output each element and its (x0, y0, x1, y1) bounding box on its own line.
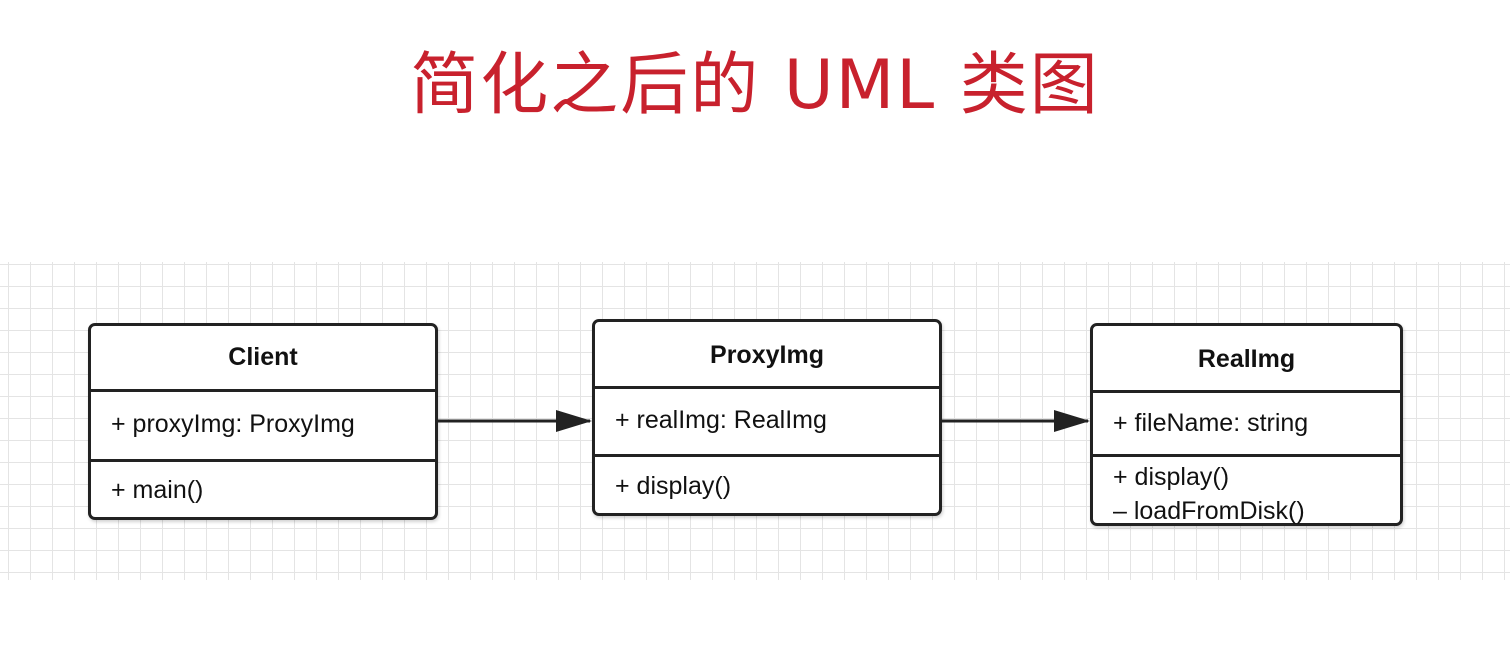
arrowhead-proxy-to-real (1054, 410, 1090, 432)
class-client-name: Client (91, 326, 435, 392)
class-real-img-methods: + display() – loadFromDisk() (1093, 457, 1400, 528)
class-client-attribute: + proxyImg: ProxyImg (111, 410, 355, 438)
class-proxy-img-name: ProxyImg (595, 322, 939, 389)
class-client-methods: + main() (91, 462, 435, 518)
class-real-img-attributes: + fileName: string (1093, 393, 1400, 457)
class-proxy-img-methods: + display() (595, 457, 939, 515)
arrowhead-client-to-proxy (556, 410, 592, 432)
class-proxy-img[interactable]: ProxyImg + realImg: RealImg + display() (592, 319, 942, 516)
class-proxy-img-attributes: + realImg: RealImg (595, 389, 939, 457)
class-real-img-method: – loadFromDisk() (1113, 497, 1305, 525)
class-real-img-name: RealImg (1093, 326, 1400, 393)
class-real-img-method: + display() (1113, 463, 1230, 491)
class-real-img-attribute: + fileName: string (1113, 409, 1309, 437)
class-client-attributes: + proxyImg: ProxyImg (91, 392, 435, 462)
class-real-img[interactable]: RealImg + fileName: string + display() –… (1090, 323, 1403, 526)
class-client[interactable]: Client + proxyImg: ProxyImg + main() (88, 323, 438, 520)
class-proxy-img-method: + display() (615, 472, 732, 500)
slide-title: 简化之后的 UML 类图 (410, 46, 1100, 125)
class-proxy-img-attribute: + realImg: RealImg (615, 406, 827, 434)
class-client-method: + main() (111, 476, 204, 504)
